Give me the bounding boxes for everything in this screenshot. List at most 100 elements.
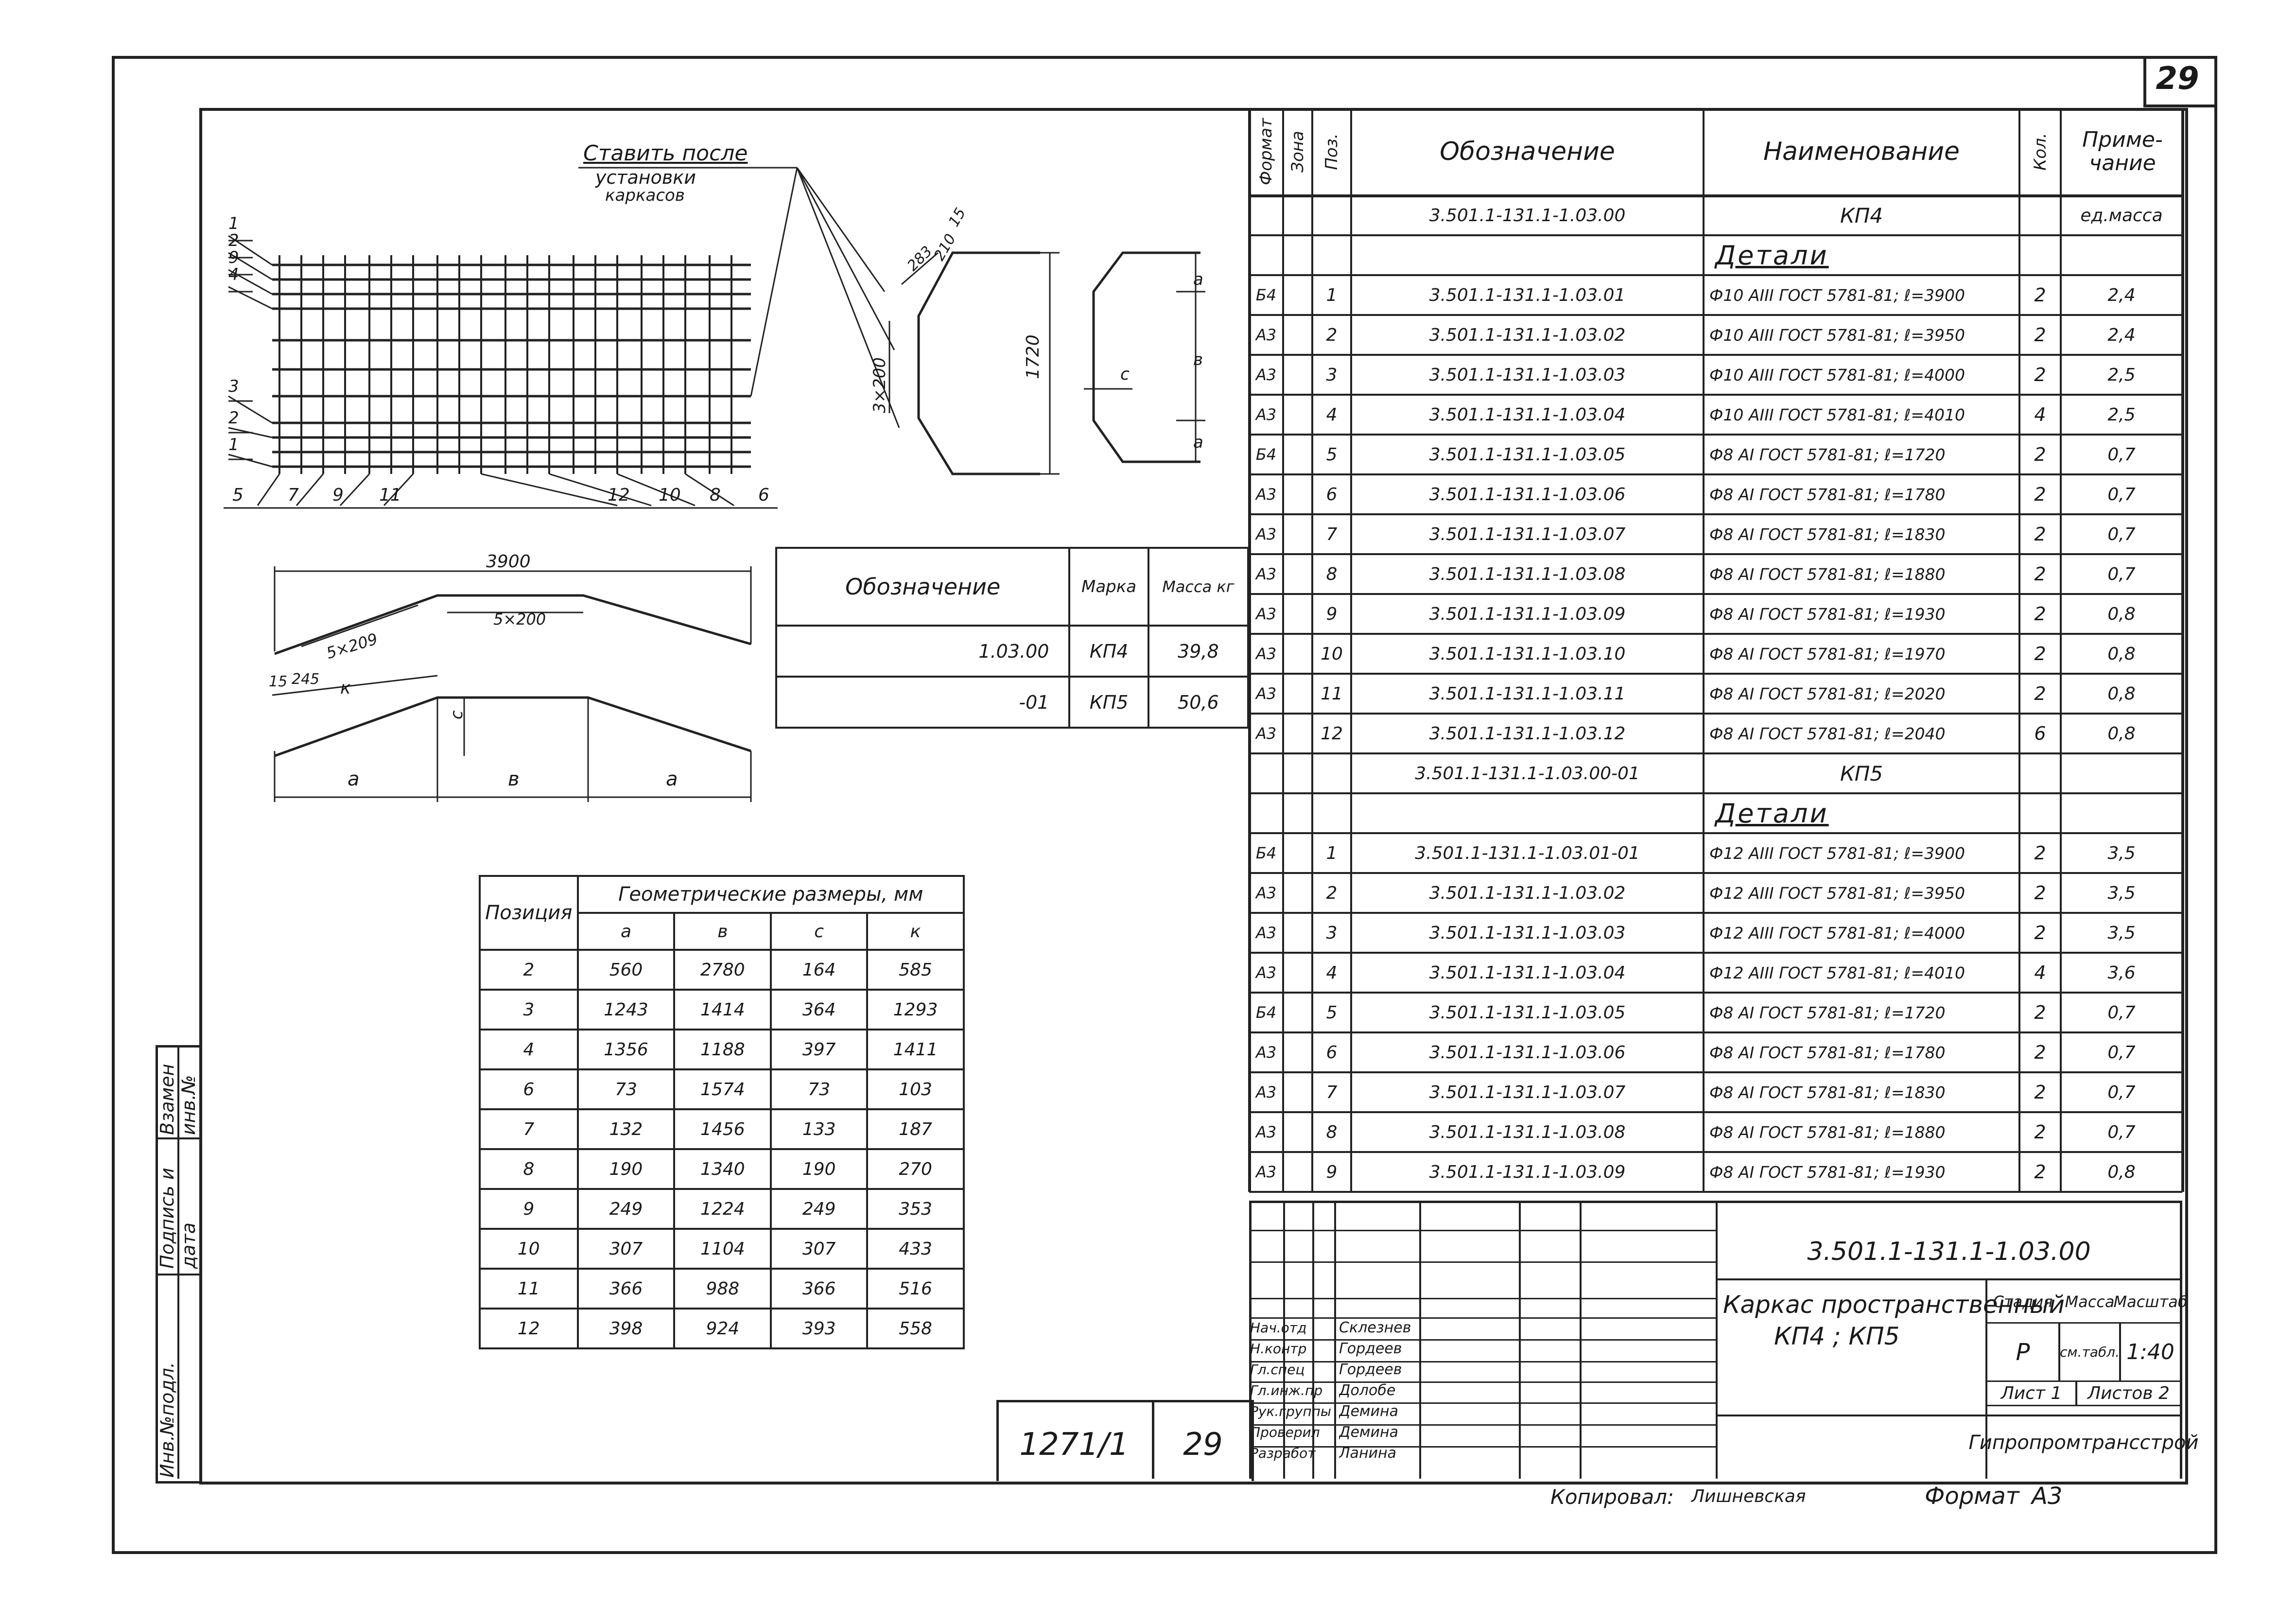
spec-cell-pos: 7 — [1326, 1082, 1338, 1102]
spec-line — [1249, 354, 2182, 356]
title-block-role: Гл.спец — [1250, 1362, 1305, 1378]
spec-cell-format: А3 — [1255, 924, 1277, 942]
geom-cell-position: 2 — [479, 949, 579, 991]
marks-row-mark: КП4 — [1068, 625, 1149, 678]
spec-cell-format: А3 — [1255, 565, 1277, 583]
spec-col-line — [1282, 108, 1284, 1192]
spec-cell-name: Ф8 АI ГОСТ 5781-81; ℓ=1720 — [1709, 1003, 1946, 1022]
geom-cell-position: 7 — [479, 1108, 579, 1150]
title-block-line — [1249, 1230, 1716, 1231]
spec-cell-pos: 5 — [1326, 444, 1338, 465]
title-block-name: Долобе — [1339, 1382, 1396, 1399]
title-block-line — [1249, 1424, 1716, 1426]
spec-cell-note: 0,7 — [2107, 564, 2136, 584]
title-block-line — [1249, 1446, 1716, 1448]
geom-cell-position: 11 — [479, 1268, 579, 1310]
mesh-bottom-label-6: 6 — [758, 485, 769, 505]
spec-line — [1249, 194, 2182, 197]
dim-5x200: 5×200 — [493, 610, 546, 629]
cross-section — [888, 251, 1060, 475]
title-block-role: Проверил — [1250, 1424, 1320, 1440]
geom-cell-value: 307 — [770, 1228, 869, 1270]
dim-3900: 3900 — [486, 552, 531, 572]
marks-row-mass: 50,6 — [1147, 676, 1250, 729]
spec-col-line — [1311, 108, 1313, 1192]
spec-cell-qty: 2 — [2034, 524, 2046, 545]
spec-line — [1249, 473, 2182, 475]
geom-cell-position: 9 — [479, 1188, 579, 1230]
mesh-label-1: 1 — [228, 214, 239, 233]
mesh-label-3: 9 — [228, 248, 239, 267]
sheet-label: Лист 1 — [2000, 1383, 2062, 1403]
geom-cell-value: 249 — [576, 1188, 676, 1230]
geom-cell-value: 1414 — [673, 989, 772, 1031]
spec-cell-qty: 2 — [2034, 324, 2046, 346]
organization: Гипропромтрансстрой — [1968, 1431, 2199, 1454]
mesh-label-4: 4 — [228, 265, 239, 284]
spec-cell-format — [1251, 195, 1281, 235]
spec-cell-designation — [1353, 793, 1702, 833]
spec-cell-name: Ф8 АI ГОСТ 5781-81; ℓ=1880 — [1709, 1122, 1946, 1142]
geom-cell-value: 73 — [770, 1068, 869, 1110]
marks-row-designation: -01 — [775, 676, 1071, 729]
geom-cell-value: 1104 — [673, 1228, 772, 1270]
spec-cell-name: Ф10 АIII ГОСТ 5781-81; ℓ=3950 — [1709, 325, 1965, 345]
spec-cell-zone — [1285, 474, 1310, 514]
spec-cell-note: 2,5 — [2107, 404, 2136, 425]
param-a-right: а — [666, 768, 678, 790]
spec-cell-zone — [1285, 355, 1310, 395]
spec-line — [1249, 952, 2182, 954]
spec-cell-pos: 5 — [1326, 1002, 1338, 1023]
spec-cell-zone — [1285, 714, 1310, 753]
spec-cell-designation: 3.501.1-131.1-1.03.05 — [1429, 444, 1626, 465]
title-block-role: Нач.отд — [1250, 1320, 1307, 1336]
spec-cell-designation: 3.501.1-131.1-1.03.09 — [1429, 604, 1626, 624]
spec-cell-note: 0,7 — [2107, 1082, 2136, 1102]
spec-cell-zone — [1285, 993, 1310, 1032]
spec-cell-designation: 3.501.1-131.1-1.03.00 — [1429, 205, 1626, 226]
spec-line — [1249, 912, 2182, 914]
spec-line — [1249, 513, 2182, 515]
spec-cell-note: 2,4 — [2107, 285, 2136, 305]
spec-cell-qty: 2 — [2034, 1002, 2046, 1023]
mesh-label-7: 1 — [228, 435, 239, 454]
spec-cell-qty: 2 — [2034, 444, 2046, 465]
schem-dim-a-top: а — [1193, 270, 1203, 289]
spec-cell-qty: 2 — [2034, 643, 2046, 664]
scale-header: Масштаб — [2113, 1292, 2188, 1311]
schem-dim-a-bottom: а — [1193, 433, 1203, 452]
mesh-bottom-label-12: 12 — [608, 485, 630, 505]
spec-cell-designation: 3.501.1-131.1-1.03.12 — [1429, 723, 1626, 744]
spec-cell-pos: 9 — [1326, 604, 1338, 624]
geom-sub-c: с — [770, 912, 869, 951]
spec-cell-name: Ф8 АI ГОСТ 5781-81; ℓ=1830 — [1709, 1083, 1946, 1102]
spec-cell-zone — [1285, 195, 1310, 235]
title-block-line — [1249, 1381, 1716, 1383]
spec-cell-note: 3,5 — [2107, 843, 2136, 863]
marks-header-designation: Обозначение — [775, 547, 1071, 627]
title-block-line — [1249, 1402, 1716, 1404]
spec-cell-qty: 2 — [2034, 882, 2046, 904]
spec-header-note: Приме-чание — [2082, 127, 2163, 175]
spec-col-line — [2018, 108, 2020, 1192]
spec-cell-name: Ф8 АI ГОСТ 5781-81; ℓ=2020 — [1709, 684, 1946, 703]
spec-cell-pos: 8 — [1326, 564, 1338, 584]
mesh-label-6: 2 — [228, 408, 239, 428]
spec-line — [1249, 234, 2182, 236]
spec-cell-format: А3 — [1255, 366, 1277, 384]
spec-cell-designation: 3.501.1-131.1-1.03.03 — [1429, 923, 1626, 943]
geom-cell-value: 1243 — [576, 989, 676, 1031]
left-strip-line-2 — [156, 1274, 199, 1275]
geom-header-group: Геометрические размеры, мм — [576, 875, 965, 914]
spec-line — [1249, 792, 2182, 794]
spec-cell-designation: 3.501.1-131.1-1.03.04 — [1429, 404, 1626, 425]
mesh-label-2: 2 — [228, 231, 239, 250]
title-block-line — [1249, 1317, 1716, 1319]
spec-cell-designation: 3.501.1-131.1-1.03.02 — [1429, 883, 1626, 903]
spec-cell-note: 0,7 — [2107, 1002, 2136, 1023]
param-a-left: а — [348, 768, 360, 790]
spec-cell-qty: 2 — [2034, 603, 2046, 625]
spec-cell-name: Ф12 АIII ГОСТ 5781-81; ℓ=4010 — [1709, 963, 1965, 982]
document-code: 3.501.1-131.1-1.03.00 — [1807, 1237, 2091, 1266]
